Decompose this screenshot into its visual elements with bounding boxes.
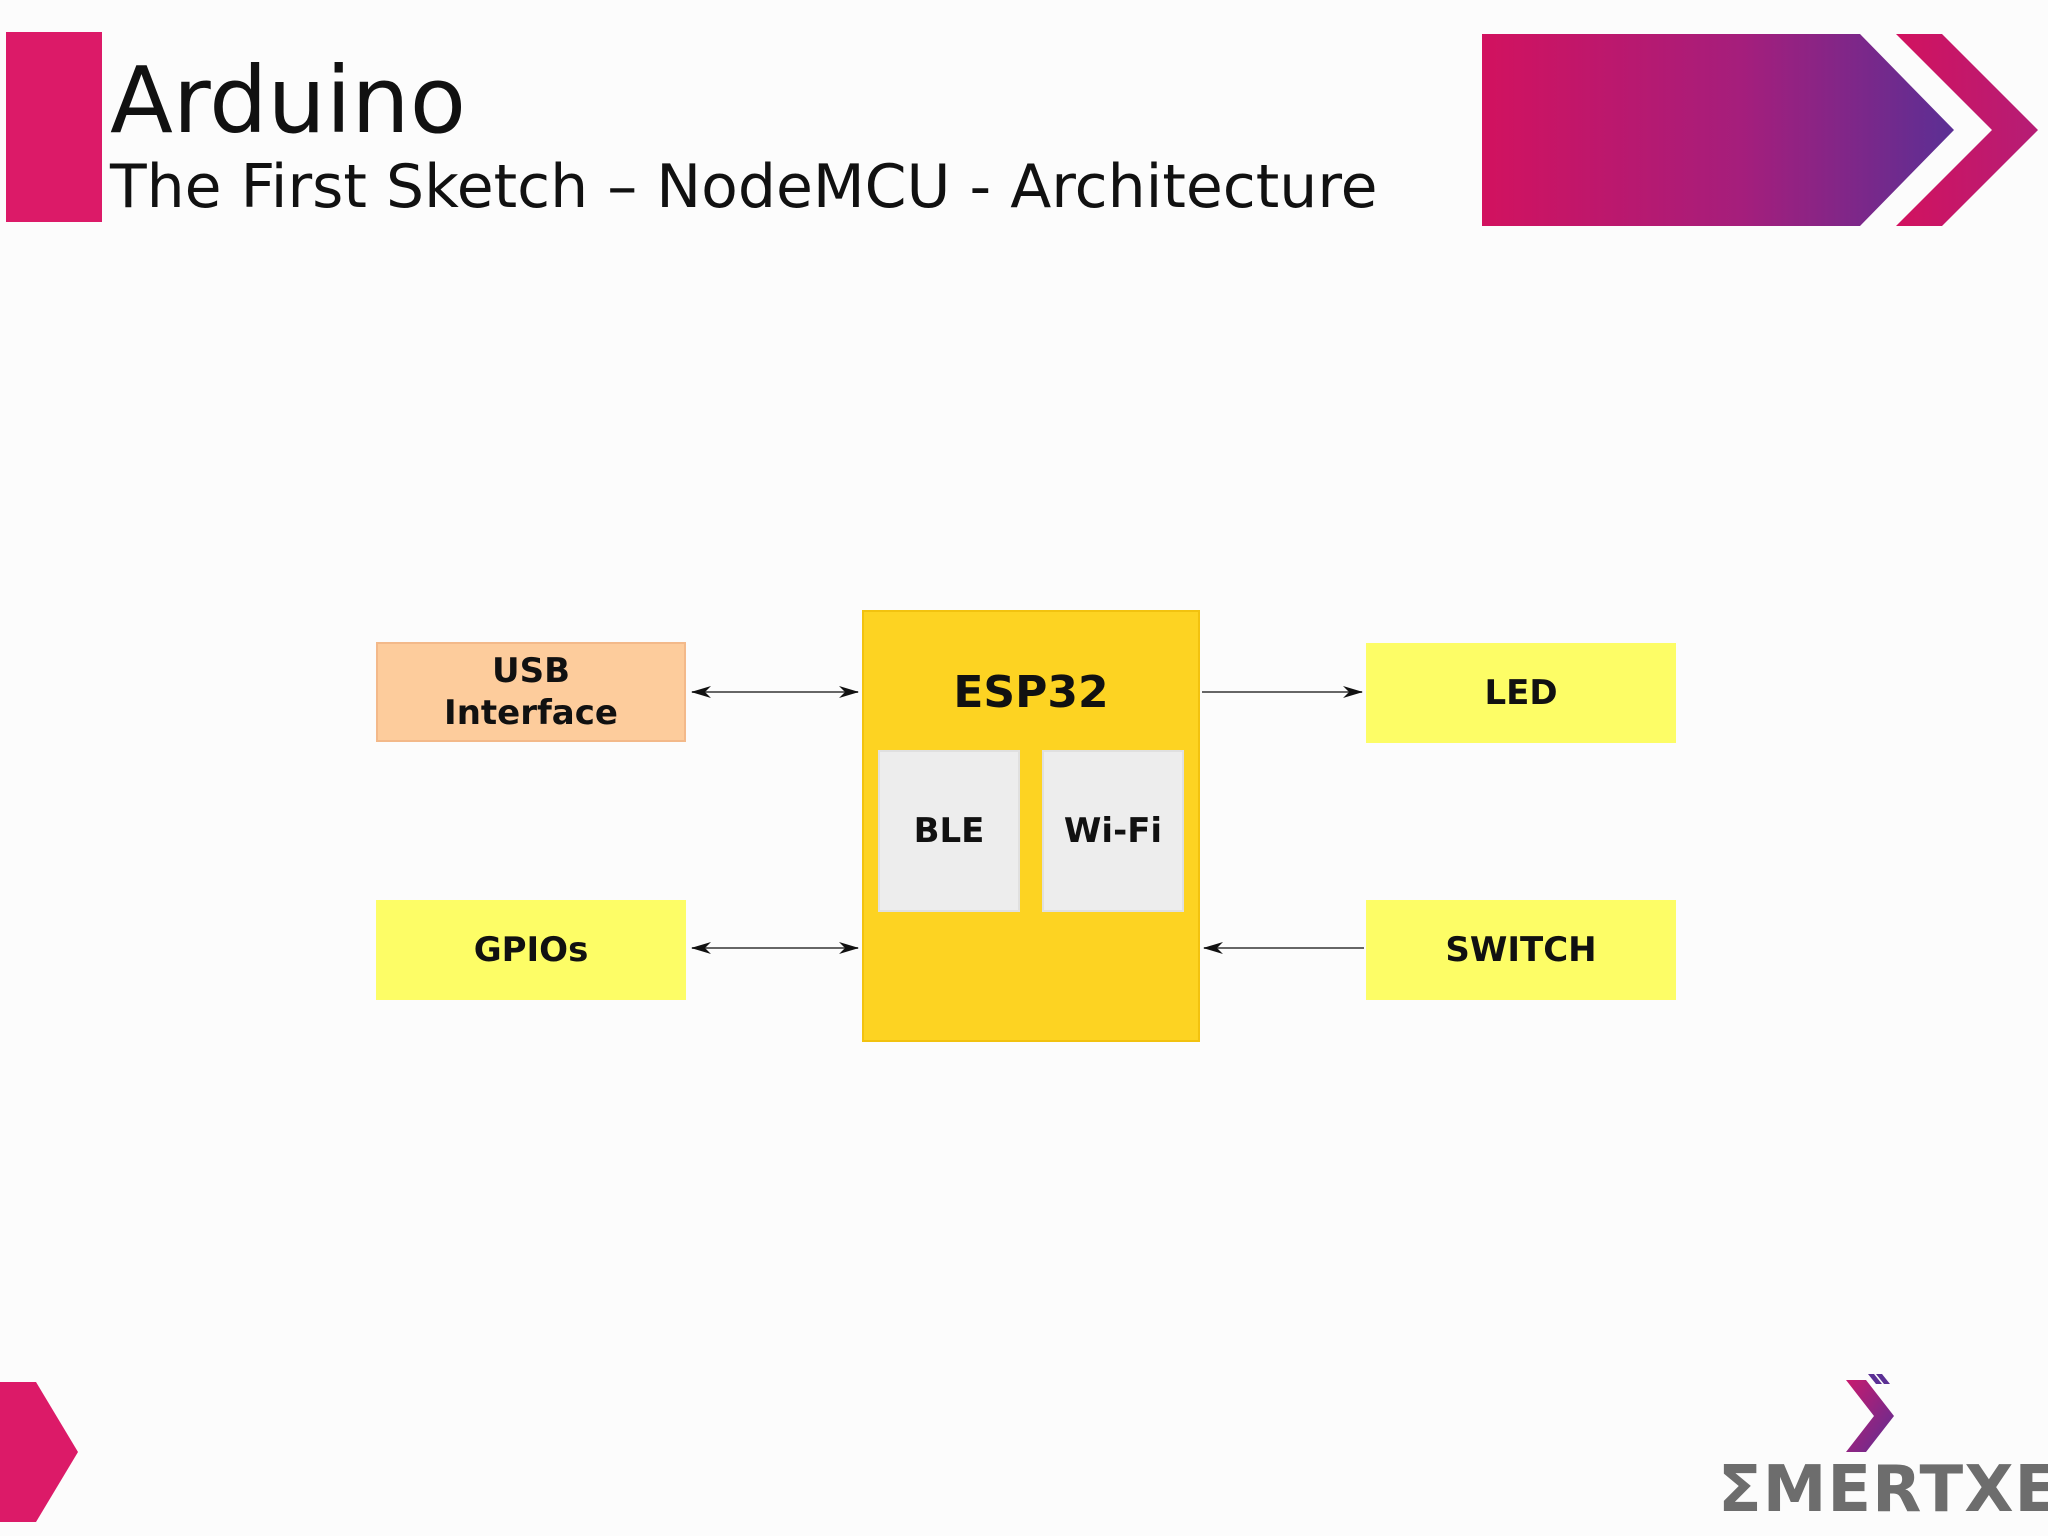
esp32-label: ESP32: [953, 667, 1109, 718]
switch-block: SWITCH: [1366, 900, 1676, 1000]
gpios-block: GPIOs: [376, 900, 686, 1000]
emertxe-logo-icon: [1846, 1374, 1894, 1452]
esp32-block: ESP32 BLE Wi-Fi: [862, 610, 1200, 1042]
ble-label: BLE: [913, 811, 985, 851]
slide-subtitle: The First Sketch – NodeMCU - Architectur…: [110, 152, 1378, 222]
wifi-block: Wi-Fi: [1042, 750, 1184, 912]
led-block: LED: [1366, 643, 1676, 743]
led-label: LED: [1484, 673, 1558, 713]
ble-block: BLE: [878, 750, 1020, 912]
gpios-label: GPIOs: [473, 930, 589, 970]
usb-interface-label: USB Interface: [444, 651, 618, 733]
switch-label: SWITCH: [1445, 930, 1597, 970]
wifi-label: Wi-Fi: [1063, 811, 1163, 851]
emertxe-logo-text: ƩMERTXE: [1718, 1453, 2048, 1527]
corner-arrow-graphic: [0, 1382, 78, 1522]
chevron-banner-graphic: [1482, 34, 2038, 226]
usb-interface-block: USB Interface: [376, 642, 686, 742]
slide-title: Arduino: [110, 47, 467, 154]
title-accent-bar: [6, 32, 102, 222]
